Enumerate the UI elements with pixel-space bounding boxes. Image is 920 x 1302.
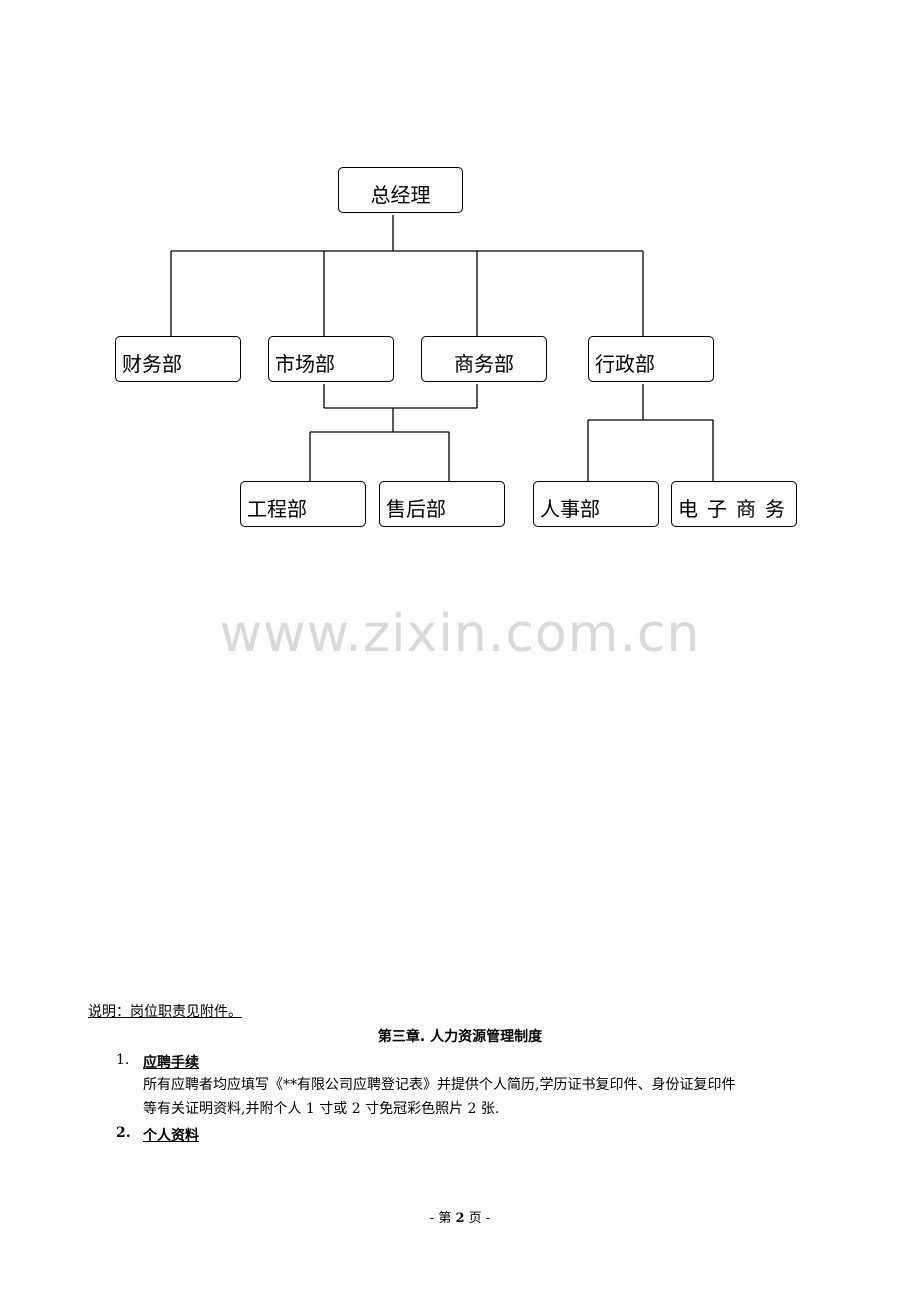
section-paragraph-line: 所有应聘者均应填写《**有限公司应聘登记表》并提供个人简历,学历证书复印件、身份… [143, 1077, 736, 1093]
org-node-admin: 行政部 [588, 336, 714, 382]
org-chart-connectors [170, 215, 714, 481]
org-node-hr: 人事部 [533, 481, 659, 527]
section-number: 1. [116, 1052, 130, 1068]
watermark: www.zixin.com.cn [219, 604, 701, 664]
org-chart: 总经理 财务部 市场部 商务部 行政部 工程部 售后部 人事部 电子商务 [0, 0, 920, 560]
org-node-after-sales: 售后部 [379, 481, 505, 527]
org-node-market: 市场部 [268, 336, 394, 382]
page-number: 2 [455, 1211, 465, 1226]
chapter-title: 第三章. 人力资源管理制度 [377, 1029, 543, 1045]
section-heading: 应聘手续 [143, 1055, 199, 1071]
section-heading: 个人资料 [143, 1128, 199, 1144]
section-number: 2. [116, 1125, 131, 1141]
org-node-general-manager: 总经理 [338, 167, 463, 213]
org-node-business: 商务部 [421, 336, 547, 382]
footer-prefix: - 第 [429, 1211, 452, 1226]
page-footer: - 第 2 页 - [0, 1207, 920, 1226]
org-node-engineering: 工程部 [240, 481, 366, 527]
footer-suffix: 页 - [468, 1211, 491, 1226]
org-node-ecommerce: 电子商务 [671, 481, 797, 527]
org-node-finance: 财务部 [115, 336, 241, 382]
note-text: 说明：岗位职责见附件。 [88, 1004, 242, 1020]
section-paragraph-line: 等有关证明资料,并附个人 1 寸或 2 寸免冠彩色照片 2 张. [143, 1101, 500, 1117]
